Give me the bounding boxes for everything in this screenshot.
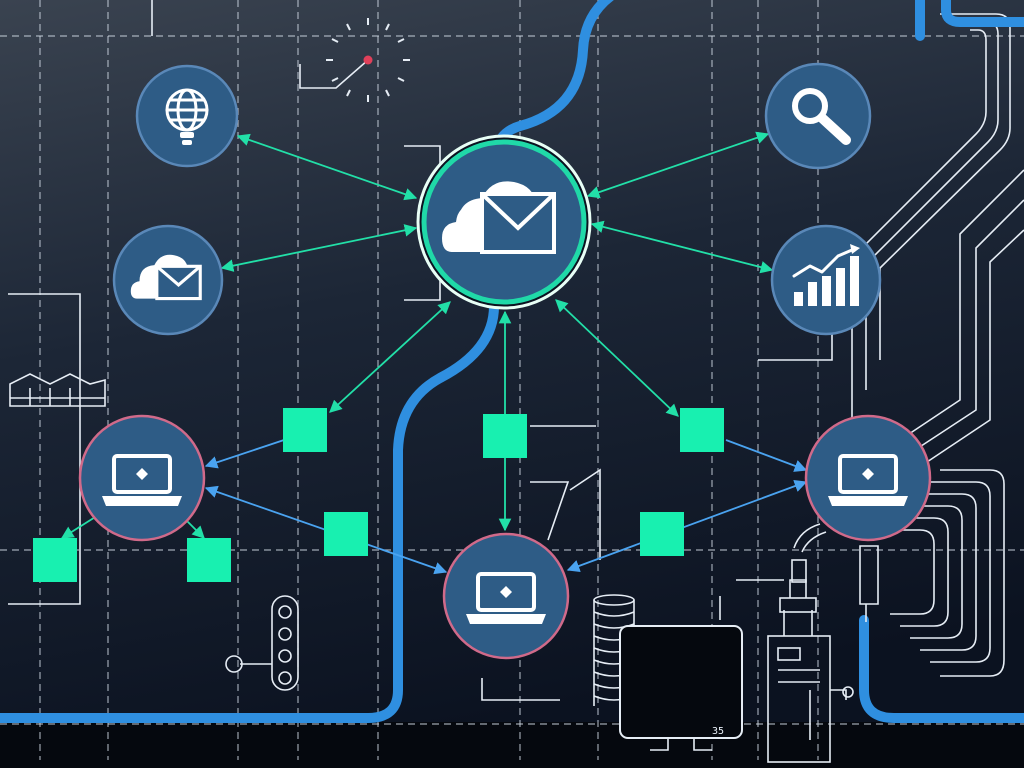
hub-node[interactable] [416, 134, 592, 310]
cloud-mail-icon [130, 254, 202, 301]
laptop-icon [828, 454, 908, 506]
laptop-node-right[interactable] [804, 414, 932, 542]
connector-hub-square-right [555, 299, 679, 417]
link-square-laptop-left [204, 439, 285, 469]
circuit-wires [8, 0, 1024, 701]
cloud-mail-icon [442, 181, 556, 254]
monitor-label: 35 [712, 726, 724, 737]
connector-hub-square-left [329, 301, 451, 413]
connector-hub-cloud-mail [220, 224, 418, 272]
relay-square [283, 408, 327, 452]
relay-square [187, 538, 231, 582]
clock-dial [326, 18, 410, 102]
laptop-node-left[interactable] [78, 414, 206, 542]
relay-square [33, 538, 77, 582]
search-icon [792, 88, 851, 145]
globe-node[interactable] [135, 64, 239, 168]
link-square-laptop-right [725, 439, 808, 472]
laptop-icon [102, 454, 182, 506]
relay-square [680, 408, 724, 452]
cloud-mail-node[interactable] [112, 224, 224, 336]
relay-square [483, 414, 527, 458]
laptop-node-bottom[interactable] [442, 532, 570, 660]
relay-squares [33, 408, 724, 582]
globe-icon [165, 88, 209, 145]
chart-node[interactable] [770, 224, 882, 336]
relay-square [324, 512, 368, 556]
connector-hub-chart [590, 220, 774, 274]
link-laptop-bottom-laptop-right [566, 480, 808, 572]
connector-hub-search [586, 131, 770, 199]
connector-hub-globe [236, 133, 418, 201]
bottom-band [0, 722, 1024, 768]
server-tower [767, 579, 854, 763]
laptop-icon [466, 572, 546, 624]
relay-square [640, 512, 684, 556]
search-node[interactable] [764, 62, 872, 170]
hardware-outline: 35 [225, 523, 879, 763]
monitor: 35 [619, 625, 743, 751]
bar-chart-icon [792, 244, 860, 306]
